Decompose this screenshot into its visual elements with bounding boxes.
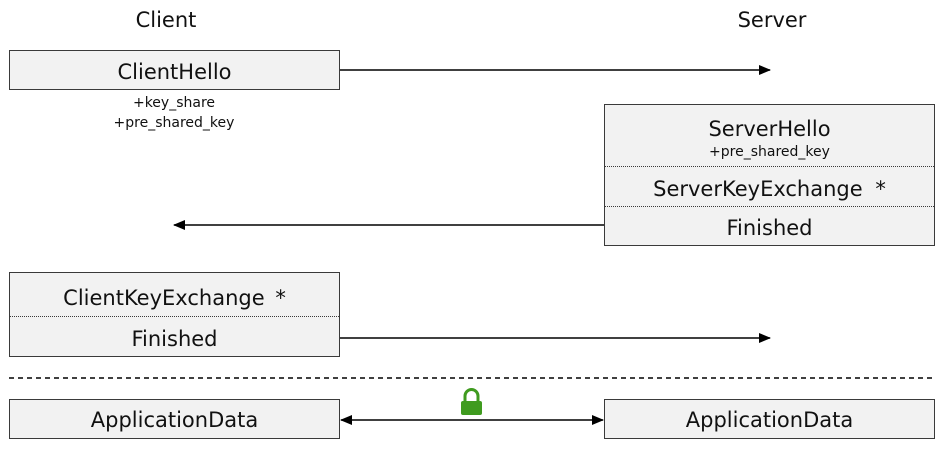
server-flight-divider-1: [605, 166, 934, 167]
client-hello-ext-pre-shared-key: +pre_shared_key: [113, 115, 235, 131]
server-hello-ext-pre-shared-key: +pre_shared_key: [709, 144, 830, 160]
server-key-exchange-label: ServerKeyExchange: [653, 177, 863, 201]
client-hello-ext-key-share: +key_share: [132, 95, 216, 111]
server-application-data-label: ApplicationData: [685, 408, 854, 432]
server-flight-divider-2: [605, 206, 934, 207]
client-label: Client: [135, 8, 197, 32]
server-application-data-box: ApplicationData: [604, 399, 935, 439]
server-label: Server: [737, 8, 807, 32]
server-hello-label: ServerHello: [708, 117, 831, 141]
client-finished-label: Finished: [131, 327, 218, 351]
client-flight-box: ClientKeyExchange * Finished: [9, 272, 340, 357]
client-key-exchange-label: ClientKeyExchange: [63, 286, 265, 310]
client-hello-label: ClientHello: [117, 60, 232, 84]
lock-icon: [461, 388, 482, 415]
server-finished-label: Finished: [726, 216, 813, 240]
client-key-exchange-optional-marker: *: [275, 286, 286, 310]
client-key-exchange-row: ClientKeyExchange *: [10, 286, 339, 310]
client-hello-box: ClientHello: [9, 50, 340, 90]
client-application-data-box: ApplicationData: [9, 399, 340, 439]
server-key-exchange-row: ServerKeyExchange *: [605, 177, 934, 201]
server-key-exchange-optional-marker: *: [875, 177, 886, 201]
server-flight-box: ServerHello +pre_shared_key ServerKeyExc…: [604, 104, 935, 246]
client-application-data-label: ApplicationData: [90, 408, 259, 432]
client-flight-divider: [10, 316, 339, 317]
